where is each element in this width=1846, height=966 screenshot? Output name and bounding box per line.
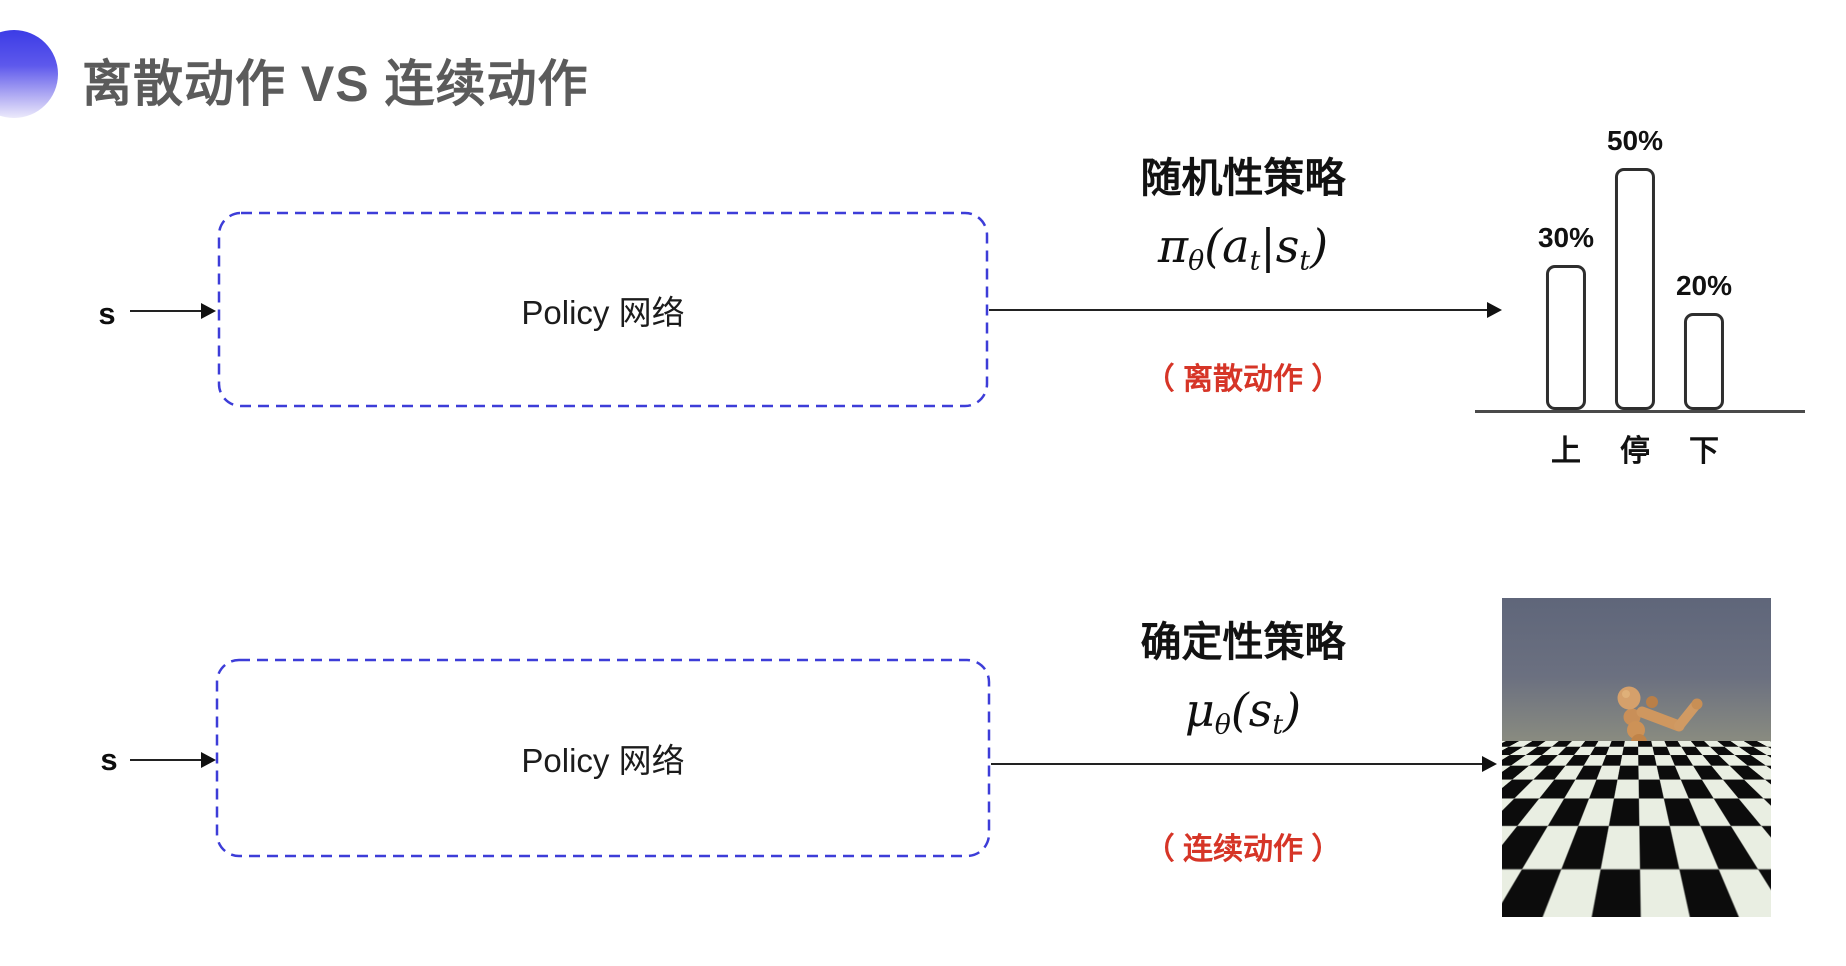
arrow-head-icon — [201, 752, 216, 768]
policy-network-box: Policy 网络 — [217, 211, 989, 408]
humanoid-robot-image — [1502, 598, 1771, 917]
chart-baseline — [1475, 410, 1805, 413]
policy-type-label: 确定性策略 — [1140, 619, 1346, 665]
state-input-label: s — [100, 742, 118, 777]
arrow-head-icon — [1482, 756, 1497, 772]
arrow-shaft — [130, 309, 205, 313]
bar-column: 20% — [1676, 271, 1732, 410]
action-type-note: （ 离散动作 ） — [1144, 363, 1342, 396]
state-input-label: s — [98, 296, 116, 331]
policy-formula: μθ(st) — [1093, 680, 1393, 755]
arrow-shaft — [130, 758, 205, 762]
action-category-label: 停 — [1620, 435, 1650, 468]
policy-caption: 确定性策略 μθ(st) — [1093, 616, 1393, 755]
policy-caption: 随机性策略 πθ(at|st) — [1093, 152, 1393, 291]
arrow-head-icon — [201, 303, 216, 319]
bar-value-label: 30% — [1537, 222, 1595, 253]
policy-formula: πθ(at|st) — [1093, 216, 1393, 291]
bar-column: 50% — [1607, 126, 1663, 410]
policy-network-label: Policy 网络 — [521, 293, 685, 331]
formula-symbol: π — [1157, 219, 1189, 273]
probability-bar — [1683, 313, 1724, 410]
action-category-label: 下 — [1689, 435, 1719, 468]
arrow-shaft — [991, 762, 1486, 766]
probability-bar — [1545, 265, 1586, 410]
formula-symbol: ) — [1283, 683, 1302, 737]
formula-subscript: θ — [1188, 245, 1205, 277]
formula-subscript: t — [1272, 709, 1284, 741]
formula-subscript: θ — [1214, 709, 1231, 741]
output-arrow — [989, 302, 1502, 318]
policy-network-box: Policy 网络 — [215, 658, 991, 858]
bar-column: 30% — [1538, 223, 1594, 410]
formula-symbol: (a — [1204, 219, 1250, 273]
input-arrow — [130, 303, 216, 319]
policy-network-label: Policy 网络 — [521, 742, 685, 779]
formula-subscript: t — [1249, 245, 1261, 277]
bar-value-label: 50% — [1606, 125, 1664, 156]
action-probability-chart: 30% 上 50% 停 20% 下 — [1475, 104, 1805, 468]
dashed-border — [217, 211, 989, 408]
bar-value-label: 20% — [1675, 270, 1733, 301]
formula-symbol: μ — [1184, 683, 1215, 737]
formula-symbol: ) — [1310, 219, 1329, 273]
arrow-head-icon — [1487, 302, 1502, 318]
policy-type-label: 随机性策略 — [1140, 155, 1346, 201]
arrow-shaft — [989, 308, 1491, 312]
formula-symbol: (s — [1230, 683, 1273, 737]
dashed-border — [215, 658, 991, 858]
page-title: 离散动作 VS 连续动作 — [82, 56, 589, 112]
formula-subscript: t — [1299, 245, 1311, 277]
humanoid-robot-svg — [1562, 686, 1703, 910]
probability-bar — [1614, 168, 1655, 410]
input-arrow — [130, 752, 216, 768]
formula-symbol: |s — [1260, 219, 1300, 273]
output-arrow — [991, 756, 1497, 772]
action-type-note: （ 连续动作 ） — [1144, 833, 1342, 866]
action-category-label: 上 — [1551, 435, 1581, 468]
title-accent-circle — [0, 30, 58, 118]
